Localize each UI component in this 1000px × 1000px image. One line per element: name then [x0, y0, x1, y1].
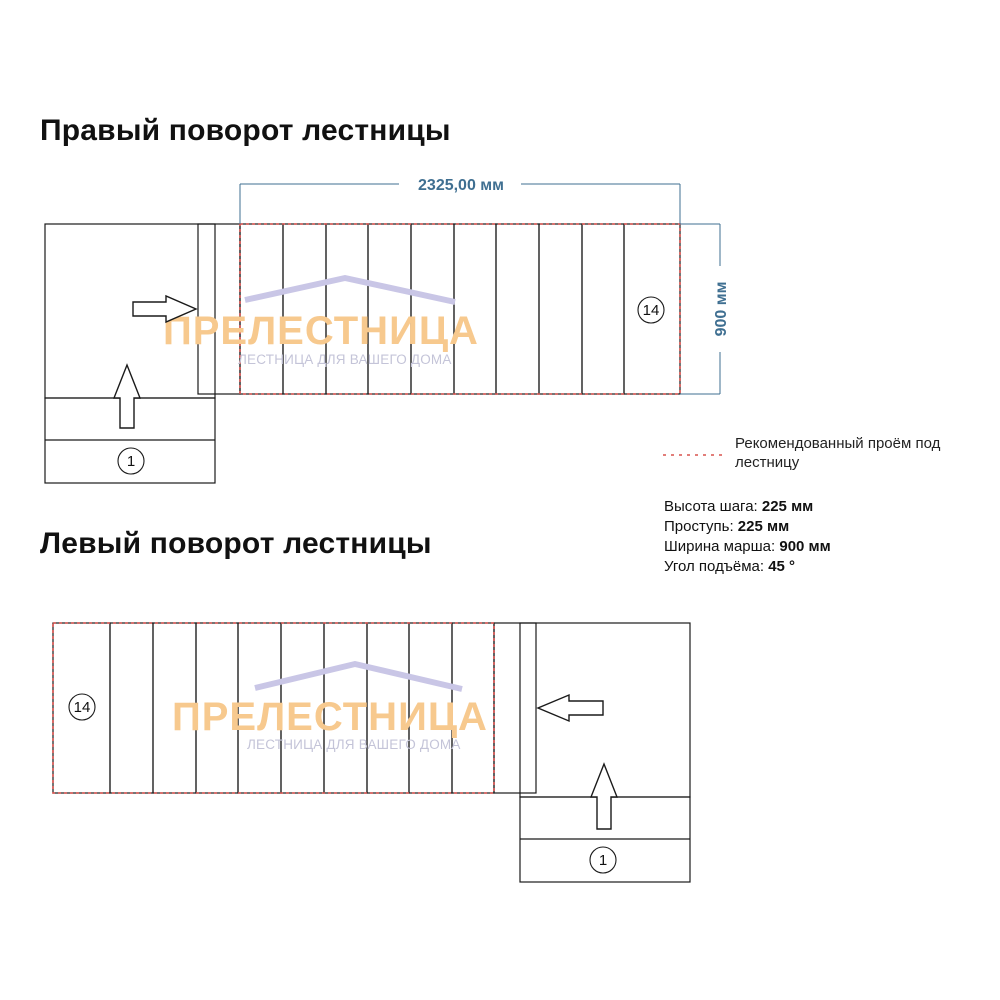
winder-step — [493, 622, 537, 794]
spec-tread: Проступь: 225 мм — [664, 518, 790, 535]
watermark: ПРЕЛЕСТНИЦА ЛЕСТНИЦА ДЛЯ ВАШЕГО ДОМА — [163, 275, 479, 367]
watermark-roof-icon — [244, 275, 456, 305]
step-number-circle — [589, 846, 617, 874]
watermark-tagline: ЛЕСТНИЦА ДЛЯ ВАШЕГО ДОМА — [247, 737, 461, 752]
watermark-roof-icon — [254, 661, 463, 692]
width-dimension-label: 900 мм — [713, 282, 730, 337]
spec-step-height: Высота шага: 225 мм — [664, 498, 814, 515]
left-turn-staircase — [52, 622, 691, 883]
arrow-left-icon — [536, 693, 604, 723]
spec-flight-width: Ширина марша: 900 мм — [664, 538, 831, 555]
step — [581, 223, 625, 395]
recommended-opening-outline — [52, 622, 495, 794]
recommended-opening-outline — [239, 223, 681, 395]
arrow-up-icon — [589, 762, 619, 830]
step-number-circle — [68, 693, 96, 721]
last-step-number: 14 — [74, 699, 91, 716]
watermark-name: ПРЕЛЕСТНИЦА — [172, 695, 488, 739]
arrow-right-icon — [132, 294, 198, 324]
length-dimension-label: 2325,00 мм — [418, 177, 504, 194]
step-number-circle — [637, 296, 665, 324]
step-number-circle — [117, 447, 145, 475]
specs-list: Высота шага: 225 мм Проступь: 225 мм Шир… — [664, 497, 831, 577]
watermark: ПРЕЛЕСТНИЦА ЛЕСТНИЦА ДЛЯ ВАШЕГО ДОМА — [172, 661, 488, 752]
right-turn-title: Правый поворот лестницы — [40, 114, 451, 147]
first-step-number: 1 — [127, 453, 135, 470]
left-turn-title: Левый поворот лестницы — [40, 527, 432, 560]
last-step-number: 14 — [643, 302, 660, 319]
width-dimension-line — [680, 223, 721, 395]
spec-angle: Угол подъёма: 45 ° — [664, 558, 796, 575]
arrow-up-icon — [112, 363, 142, 429]
watermark-tagline: ЛЕСТНИЦА ДЛЯ ВАШЕГО ДОМА — [238, 352, 452, 367]
length-dimension-line — [239, 183, 681, 224]
step — [538, 223, 583, 395]
first-step-number: 1 — [599, 852, 607, 869]
step — [495, 223, 540, 395]
legend-label: Рекомендованный проём под лестницу — [735, 435, 941, 471]
watermark-name: ПРЕЛЕСТНИЦА — [163, 309, 479, 353]
step — [109, 622, 154, 794]
